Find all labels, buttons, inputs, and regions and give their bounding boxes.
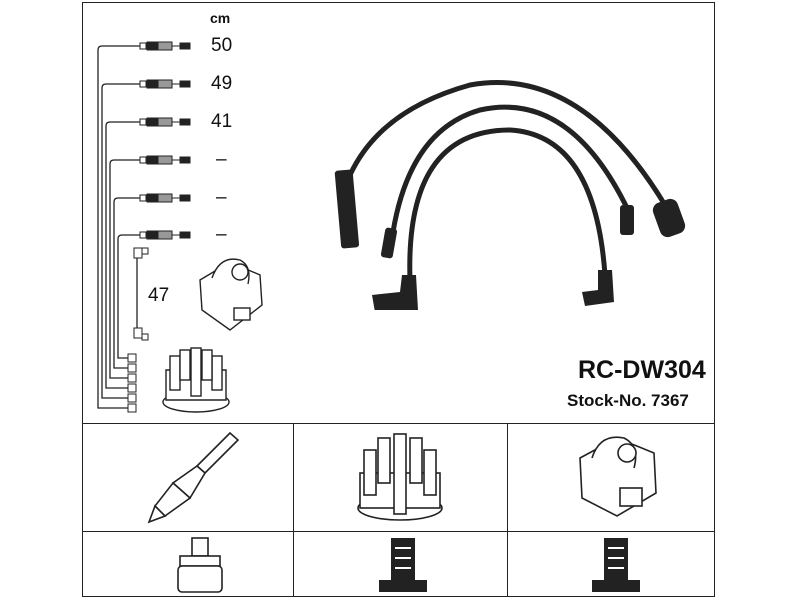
part-number: RC-DW304 (578, 356, 706, 384)
length-label: – (216, 187, 227, 208)
ignition-coil-icon (579, 436, 657, 517)
divider (507, 423, 508, 597)
divider (82, 531, 715, 532)
stock-number: Stock-No. 7367 (567, 391, 689, 410)
length-label: – (216, 224, 227, 245)
divider (82, 423, 715, 424)
spark-plug-boot-icon (177, 537, 223, 593)
diagram-frame (82, 2, 715, 597)
ignition-cables-drawing (334, 80, 686, 310)
divider (293, 423, 294, 597)
cable-schematic (97, 41, 263, 413)
distributor-cap-icon (357, 433, 443, 521)
length-label: 49 (211, 73, 233, 94)
unit-label: cm (210, 10, 231, 26)
distributor-boot-icon (379, 538, 427, 592)
length-label: 50 (211, 35, 233, 56)
length-label: 41 (211, 111, 233, 132)
spark-plug-icon (147, 431, 240, 524)
coil-lead-length: 47 (148, 285, 170, 306)
coil-boot-icon (592, 538, 640, 592)
length-label: – (216, 149, 227, 170)
